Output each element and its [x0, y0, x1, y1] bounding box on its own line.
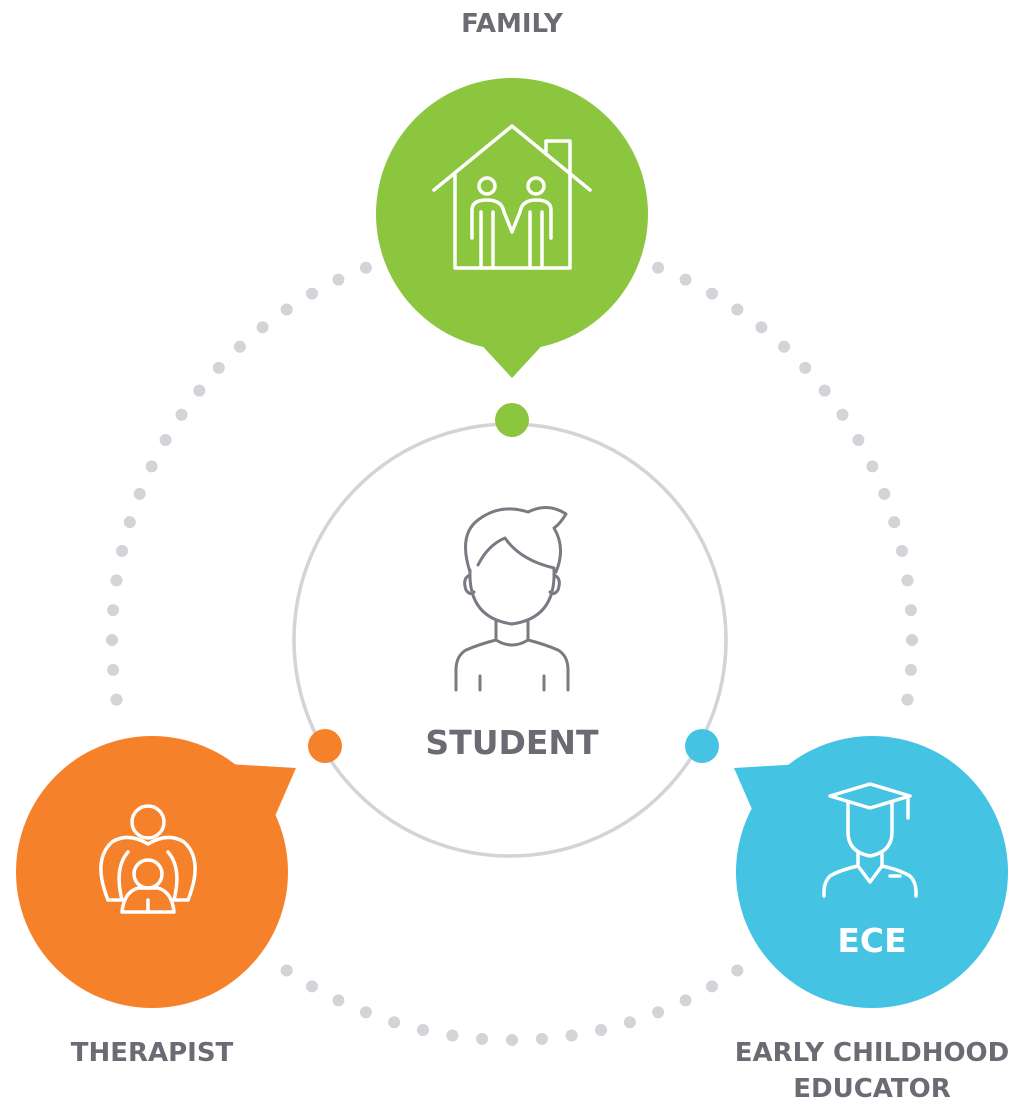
outer-ring-dot: [906, 634, 918, 646]
outer-ring-dot: [901, 693, 914, 706]
outer-ring-dot: [506, 1034, 518, 1046]
outer-ring-dot: [446, 1029, 459, 1042]
outer-ring-dot: [123, 516, 136, 529]
outer-ring-dot: [175, 408, 188, 421]
outer-ring-dot: [706, 980, 718, 993]
outer-ring-dot: [332, 273, 345, 286]
student-person-icon: [454, 506, 570, 692]
outer-ring-dot: [888, 516, 901, 529]
outer-ring-dot: [896, 545, 908, 557]
educator-label-line1: EARLY CHILDHOOD: [735, 1038, 1010, 1068]
outer-ring-dot: [836, 408, 849, 421]
outer-ring-dot: [159, 434, 172, 446]
outer-ring-dot: [778, 340, 791, 353]
outer-ring-dot: [904, 663, 917, 676]
outer-ring-dot: [652, 1006, 665, 1019]
outer-ring-dot: [904, 604, 917, 617]
outer-ring-dot: [280, 303, 293, 316]
outer-ring-dot: [866, 460, 879, 473]
outer-ring-dot: [878, 487, 891, 500]
outer-ring-dot: [280, 964, 293, 977]
outer-ring-dot: [107, 663, 120, 676]
outer-ring-dot: [652, 261, 665, 274]
outer-ring-dot: [476, 1032, 489, 1045]
family-node: [376, 78, 648, 378]
outer-ring-dot: [731, 964, 744, 977]
outer-ring-dot: [623, 1016, 636, 1029]
outer-ring-dot: [388, 1016, 401, 1029]
educator-connector-dot: [685, 729, 719, 763]
outer-ring-dot: [679, 273, 692, 286]
outer-ring-dot: [679, 994, 692, 1007]
therapist-node: [16, 736, 296, 1008]
outer-ring-dot: [901, 574, 914, 587]
outer-ring-dot: [595, 1024, 607, 1036]
outer-ring-dot: [212, 361, 225, 374]
outer-ring-dot: [133, 487, 146, 500]
outer-ring-dot: [359, 1006, 372, 1019]
outer-ring-dot: [731, 303, 744, 316]
family-bubble-pointer: [475, 338, 549, 378]
therapist-child-icon: [99, 804, 197, 914]
outer-ring-dot: [107, 604, 120, 617]
outer-ring-dot: [256, 321, 269, 334]
outer-ring-dot: [145, 460, 158, 473]
outer-ring-dot: [565, 1029, 578, 1042]
outer-ring-dot: [755, 321, 768, 334]
outer-ring-dot: [116, 545, 128, 557]
dotted-outer-ring: [106, 261, 918, 1046]
outer-ring-dot: [233, 340, 246, 353]
outer-ring-dot: [359, 261, 372, 274]
house-family-icon: [432, 124, 592, 270]
outer-ring-dot: [706, 287, 718, 300]
educator-label-line2: EDUCATOR: [793, 1074, 951, 1104]
outer-ring-dot: [110, 693, 123, 706]
outer-ring-dot: [799, 361, 812, 374]
outer-ring-dot: [417, 1024, 429, 1036]
family-label: FAMILY: [461, 9, 564, 39]
outer-ring-dot: [332, 994, 345, 1007]
outer-ring-dot: [110, 574, 123, 587]
therapist-connector-dot: [308, 729, 342, 763]
student-label: STUDENT: [425, 723, 599, 762]
therapist-bubble: [16, 736, 288, 1008]
outer-ring-dot: [306, 287, 318, 300]
student-ring: [292, 422, 728, 858]
family-connector-dot: [495, 403, 529, 437]
educator-node: ECE: [734, 736, 1008, 1008]
therapist-label: THERAPIST: [71, 1038, 234, 1068]
outer-ring-dot: [106, 634, 118, 646]
family-bubble: [376, 78, 648, 350]
outer-ring-dot: [306, 980, 318, 993]
outer-ring-dot: [818, 384, 831, 397]
graduate-cap-icon: [822, 782, 918, 898]
educator-bubble: [736, 736, 1008, 1008]
outer-ring-dot: [193, 384, 206, 397]
therapist-bubble-pointer: [228, 764, 296, 846]
outer-ring-dot: [535, 1032, 548, 1045]
ece-badge-label: ECE: [837, 921, 906, 960]
educator-bubble-pointer: [734, 764, 802, 846]
outer-ring-dot: [852, 434, 865, 446]
